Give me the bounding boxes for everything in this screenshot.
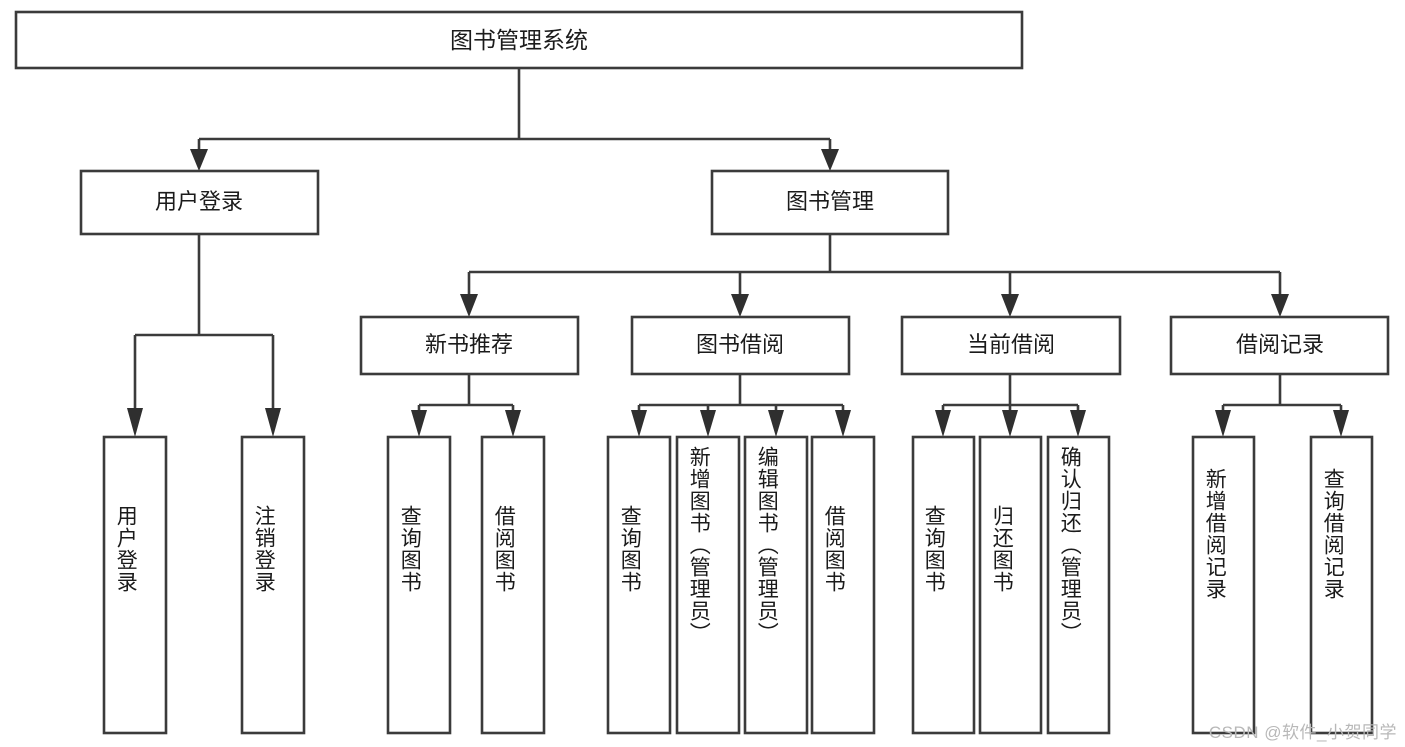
arrowhead-leaf-add-borrow-record — [1215, 410, 1231, 437]
node-current-borrow-label: 当前借阅 — [967, 332, 1055, 357]
node-leaf-add-borrow-record-rect[interactable] — [1191, 435, 1256, 735]
node-new-book-recommend-rect[interactable] — [359, 315, 580, 376]
node-leaf-query-book-borrow-rect[interactable] — [606, 435, 672, 735]
arrowhead-leaf-user-login — [127, 408, 143, 437]
node-book-borrow-label: 图书借阅 — [696, 332, 784, 357]
node-root-label: 图书管理系统 — [450, 27, 588, 53]
node-borrow-record[interactable]: 借阅记录 — [1169, 315, 1390, 376]
arrowhead-borrow-record — [1271, 294, 1289, 317]
arrowhead-new-book-recommend — [460, 294, 478, 317]
arrowhead-leaf-query-borrow-record — [1333, 410, 1349, 437]
arrowhead-leaf-borrow-book — [835, 410, 851, 437]
arrowhead-leaf-confirm-return-admin — [1070, 410, 1086, 437]
node-borrow-record-label: 借阅记录 — [1236, 332, 1324, 357]
node-user-login-label: 用户登录 — [155, 189, 243, 214]
node-root[interactable]: 图书管理系统 — [14, 10, 1024, 70]
arrowhead-leaf-add-book-admin — [700, 410, 716, 437]
node-leaf-query-borrow-record-rect[interactable] — [1309, 435, 1374, 735]
node-book-manage-label: 图书管理 — [786, 189, 874, 214]
node-root-rect[interactable] — [14, 10, 1024, 70]
node-current-borrow-rect[interactable] — [900, 315, 1122, 376]
arrowhead-book-manage — [821, 149, 839, 171]
arrowhead-leaf-borrow-book-recommend — [505, 410, 521, 437]
arrowhead-book-borrow — [731, 294, 749, 317]
arrowhead-leaf-query-book-borrow — [631, 410, 647, 437]
node-new-book-recommend-label: 新书推荐 — [425, 332, 513, 357]
nodes-layer: 图书管理系统 用户登录 图书管理 新书推荐 图书借阅 当前 — [14, 10, 1390, 735]
node-leaf-borrow-book-recommend-rect[interactable] — [480, 435, 546, 735]
node-book-borrow-rect[interactable] — [630, 315, 851, 376]
arrowhead-current-borrow — [1001, 294, 1019, 317]
node-leaf-query-book-current-rect[interactable] — [911, 435, 976, 735]
node-leaf-query-book-recommend-rect[interactable] — [386, 435, 452, 735]
node-user-login-rect[interactable] — [79, 169, 320, 236]
node-leaf-borrow-book-rect[interactable] — [810, 435, 876, 735]
node-borrow-record-rect[interactable] — [1169, 315, 1390, 376]
node-leaf-edit-book-admin-rect[interactable] — [743, 435, 809, 735]
watermark-text: CSDN @软件_小贺同学 — [1208, 723, 1397, 742]
arrowhead-leaf-return-book — [1002, 410, 1018, 437]
node-new-book-recommend[interactable]: 新书推荐 — [359, 315, 580, 376]
node-book-manage-rect[interactable] — [710, 169, 950, 236]
node-leaf-user-login-rect[interactable] — [102, 435, 168, 735]
connectors-layer — [127, 68, 1349, 437]
node-user-login[interactable]: 用户登录 — [79, 169, 320, 236]
arrowhead-leaf-logout — [265, 408, 281, 437]
arrowhead-leaf-query-book-current — [935, 410, 951, 437]
arrowhead-user-login — [190, 149, 208, 171]
node-leaf-confirm-return-admin-rect[interactable] — [1046, 435, 1111, 735]
arrowhead-leaf-query-book-recommend — [411, 410, 427, 437]
node-leaf-add-book-admin-rect[interactable] — [675, 435, 741, 735]
node-current-borrow[interactable]: 当前借阅 — [900, 315, 1122, 376]
node-book-manage[interactable]: 图书管理 — [710, 169, 950, 236]
node-book-borrow[interactable]: 图书借阅 — [630, 315, 851, 376]
node-leaf-logout-rect[interactable] — [240, 435, 306, 735]
node-leaf-return-book-rect[interactable] — [978, 435, 1043, 735]
arrowhead-leaf-edit-book-admin — [768, 410, 784, 437]
